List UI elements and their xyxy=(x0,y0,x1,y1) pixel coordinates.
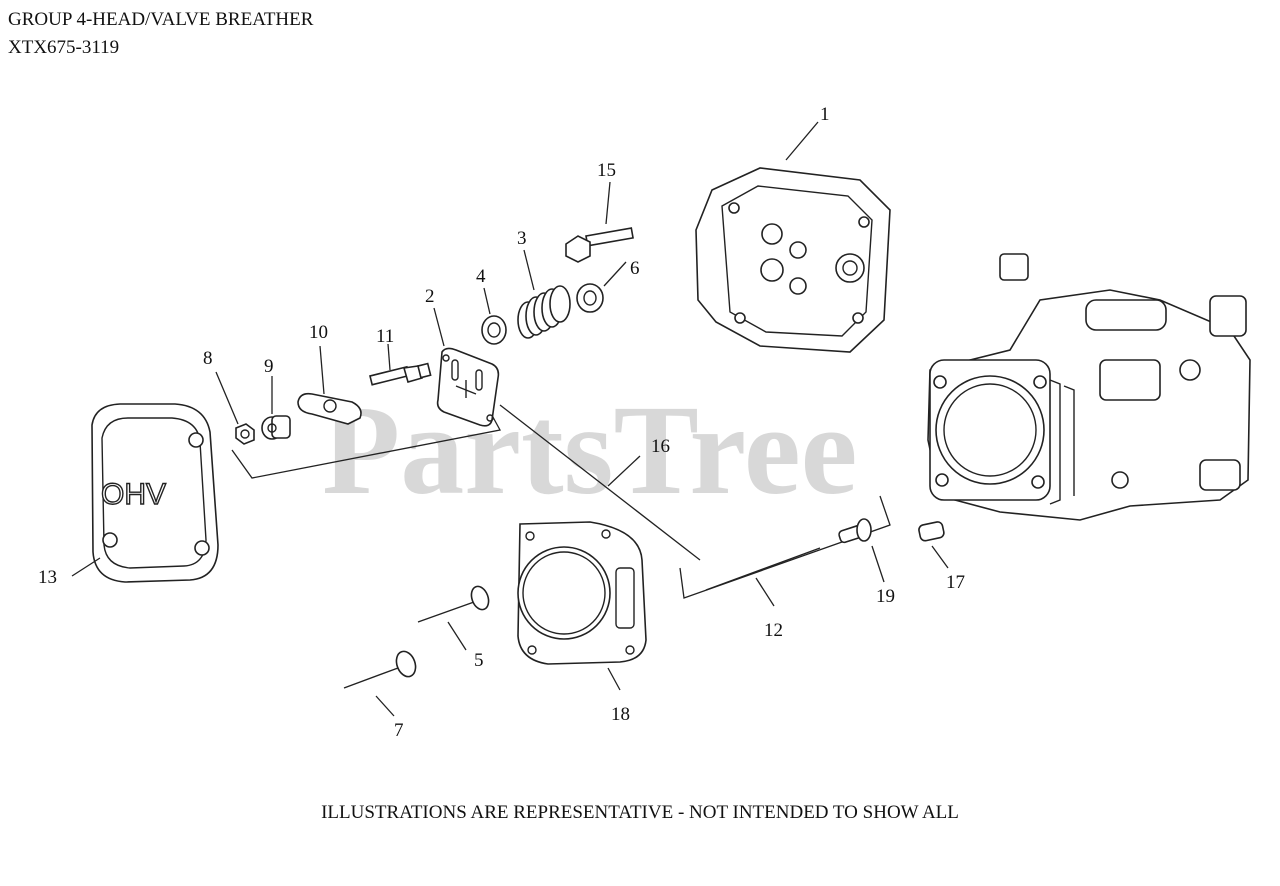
callout-8[interactable]: 8 xyxy=(203,348,213,369)
leader-line-10 xyxy=(319,345,325,395)
group-bracket-pushrod xyxy=(679,495,891,599)
leader-line-7 xyxy=(375,695,395,717)
part-push-rod-guide-plate[interactable] xyxy=(436,347,500,427)
leader-line-16-callout xyxy=(607,455,641,487)
group-bracket-rocker xyxy=(231,407,501,479)
part-cylinder-head[interactable] xyxy=(695,167,891,353)
part-intake-valve[interactable] xyxy=(343,649,419,689)
model-number: XTX675-3119 xyxy=(8,37,120,58)
disclaimer-note: ILLUSTRATIONS ARE REPRESENTATIVE - NOT I… xyxy=(321,802,959,823)
part-valve-cover[interactable]: OHV xyxy=(91,403,219,583)
part-head-bolt[interactable] xyxy=(565,227,634,263)
callout-18[interactable]: 18 xyxy=(611,704,630,725)
callout-4[interactable]: 4 xyxy=(476,266,486,287)
callout-2[interactable]: 2 xyxy=(425,286,435,307)
leader-line-5 xyxy=(447,621,467,651)
callout-3[interactable]: 3 xyxy=(517,228,527,249)
callout-11[interactable]: 11 xyxy=(376,326,394,347)
callout-9[interactable]: 9 xyxy=(264,356,274,377)
watermark: PartsTree xyxy=(322,379,857,521)
part-valve-stem-seal[interactable] xyxy=(576,283,604,313)
callout-6[interactable]: 6 xyxy=(630,258,640,279)
callout-1[interactable]: 1 xyxy=(820,104,830,125)
callout-15[interactable]: 15 xyxy=(597,160,616,181)
leader-line-12 xyxy=(755,577,775,607)
leader-line-16 xyxy=(499,404,701,561)
part-rocker-pivot[interactable] xyxy=(261,415,291,440)
leader-line-11 xyxy=(387,343,391,371)
leader-line-6 xyxy=(603,261,627,287)
part-rocker-stud[interactable] xyxy=(369,362,432,386)
callout-13[interactable]: 13 xyxy=(38,567,57,588)
callout-10[interactable]: 10 xyxy=(309,322,328,343)
leader-line-4 xyxy=(483,287,491,315)
leader-line-13 xyxy=(71,557,101,577)
part-valve-spring-retainer[interactable] xyxy=(481,315,507,345)
part-head-gasket[interactable] xyxy=(517,521,647,665)
leader-line-17 xyxy=(931,545,949,569)
part-nut[interactable] xyxy=(235,423,255,445)
callout-17[interactable]: 17 xyxy=(946,572,965,593)
cover-ohv-label: OHV xyxy=(101,478,166,511)
leader-line-19 xyxy=(871,545,885,583)
leader-line-8 xyxy=(215,371,239,425)
part-valve-spring[interactable] xyxy=(517,285,571,339)
leader-line-15 xyxy=(605,181,611,225)
part-exhaust-valve[interactable] xyxy=(417,584,492,623)
leader-line-18 xyxy=(607,667,621,691)
callout-7[interactable]: 7 xyxy=(394,720,404,741)
part-push-rod[interactable] xyxy=(705,547,821,591)
callout-5[interactable]: 5 xyxy=(474,650,484,671)
part-dowel-pin[interactable] xyxy=(918,521,945,542)
callout-16[interactable]: 16 xyxy=(651,436,670,457)
callout-12[interactable]: 12 xyxy=(764,620,783,641)
part-rocker-arm[interactable] xyxy=(297,392,362,425)
callout-19[interactable]: 19 xyxy=(876,586,895,607)
diagram-title: GROUP 4-HEAD/VALVE BREATHER xyxy=(8,9,314,30)
part-valve-tappet[interactable] xyxy=(838,518,872,544)
leader-line-3 xyxy=(523,249,535,291)
diagram-header: GROUP 4-HEAD/VALVE BREATHER XTX675-3119 xyxy=(8,6,313,62)
part-engine-block xyxy=(927,253,1251,521)
leader-line-2 xyxy=(433,307,445,347)
leader-line-1 xyxy=(785,121,819,161)
